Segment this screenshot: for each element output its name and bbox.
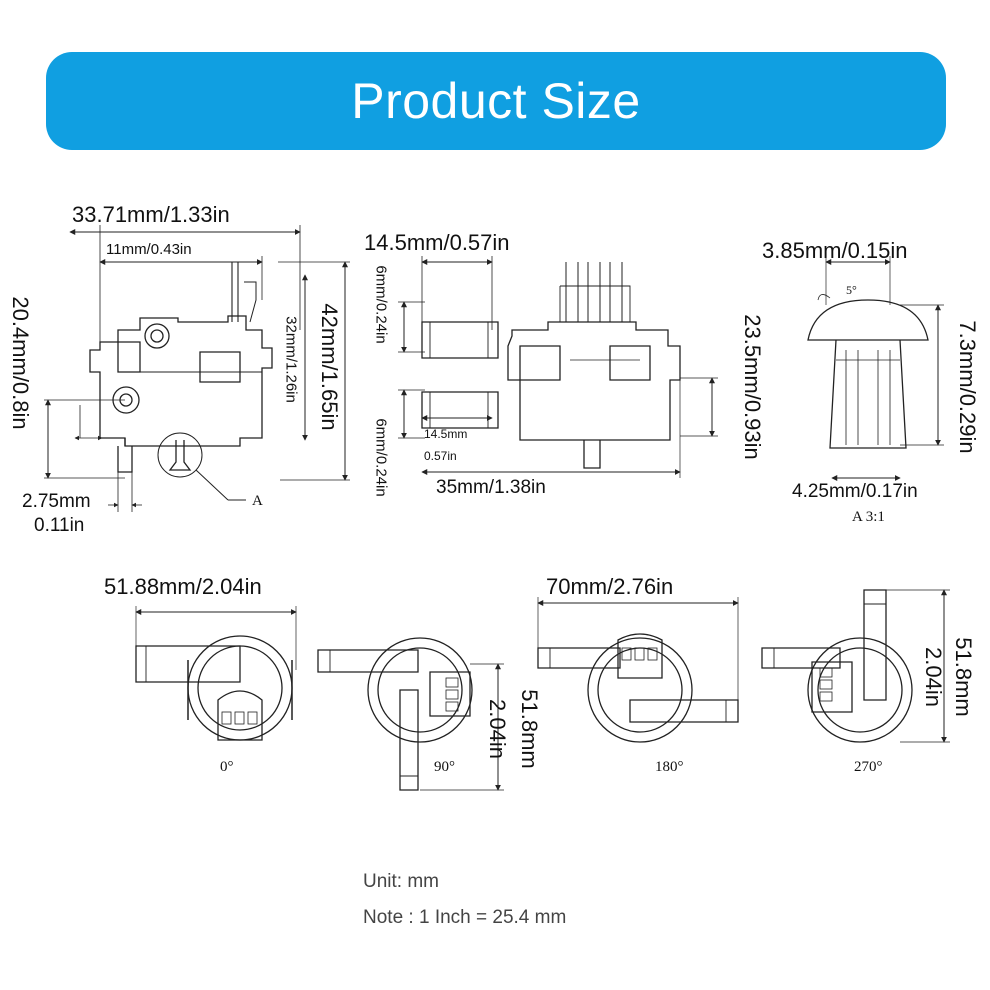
detail-top-width-label: 3.85mm/0.15in [762, 238, 908, 263]
pin-dia-top-label: 2.75mm [22, 491, 91, 512]
front-height-label: 23.5mm/0.93in [740, 314, 765, 460]
rotation-90-drawing [317, 637, 504, 791]
page-title: Product Size [351, 73, 641, 129]
conversion-note: Note : 1 Inch = 25.4 mm [363, 907, 567, 928]
detail-view-drawing [807, 256, 944, 481]
header-banner: Product Size [46, 52, 946, 150]
front-port-dia-top-label: 6mm/0.24in [372, 265, 390, 344]
detail-callout-label: A [252, 493, 263, 509]
front-port-inner-bottom-label: 0.57in [424, 449, 457, 463]
side-width-label: 33.71mm/1.33in [72, 202, 230, 227]
detail-scale-label: A 3:1 [852, 509, 885, 525]
side-inner-width-label: 11mm/0.43in [106, 241, 192, 258]
front-view-drawing [398, 256, 718, 478]
side-height-left-label: 20.4mm/0.8in [8, 296, 33, 430]
side-inner-height-label: 32mm/1.26in [282, 316, 300, 403]
front-body-width-label: 35mm/1.38in [436, 477, 546, 498]
front-port-dia-bottom-label: 6mm/0.24in [372, 418, 390, 497]
detail-height-label: 7.3mm/0.29in [955, 320, 980, 454]
rotation-label-0: 0° [220, 759, 234, 775]
rotation-label-270: 270° [854, 759, 883, 775]
rotation-270-height-mm-label: 51.8mm [951, 637, 976, 717]
rotation-0-drawing [135, 606, 297, 741]
front-port-inner-top-label: 14.5mm [424, 427, 468, 441]
detail-bottom-width-label: 4.25mm/0.17in [792, 481, 918, 502]
rotation-180-drawing [537, 597, 739, 743]
rotation-90-height-in-label: 2.04in [485, 699, 510, 759]
rotation-270-height-in-label: 2.04in [921, 647, 946, 707]
rotation-270-drawing [761, 589, 950, 743]
rotation-label-180: 180° [655, 759, 684, 775]
side-view-drawing [44, 225, 350, 512]
rotation-0-width-label: 51.88mm/2.04in [104, 574, 262, 599]
detail-angle-label: 5° [846, 283, 857, 297]
rotation-90-height-mm-label: 51.8mm [517, 689, 542, 769]
front-port-length-label: 14.5mm/0.57in [364, 230, 510, 255]
rotation-180-width-label: 70mm/2.76in [546, 574, 674, 599]
pin-dia-bottom-label: 0.11in [34, 515, 85, 536]
rotation-label-90: 90° [434, 759, 455, 775]
unit-note: Unit: mm [363, 871, 439, 892]
side-height-right-label: 42mm/1.65in [317, 303, 342, 431]
